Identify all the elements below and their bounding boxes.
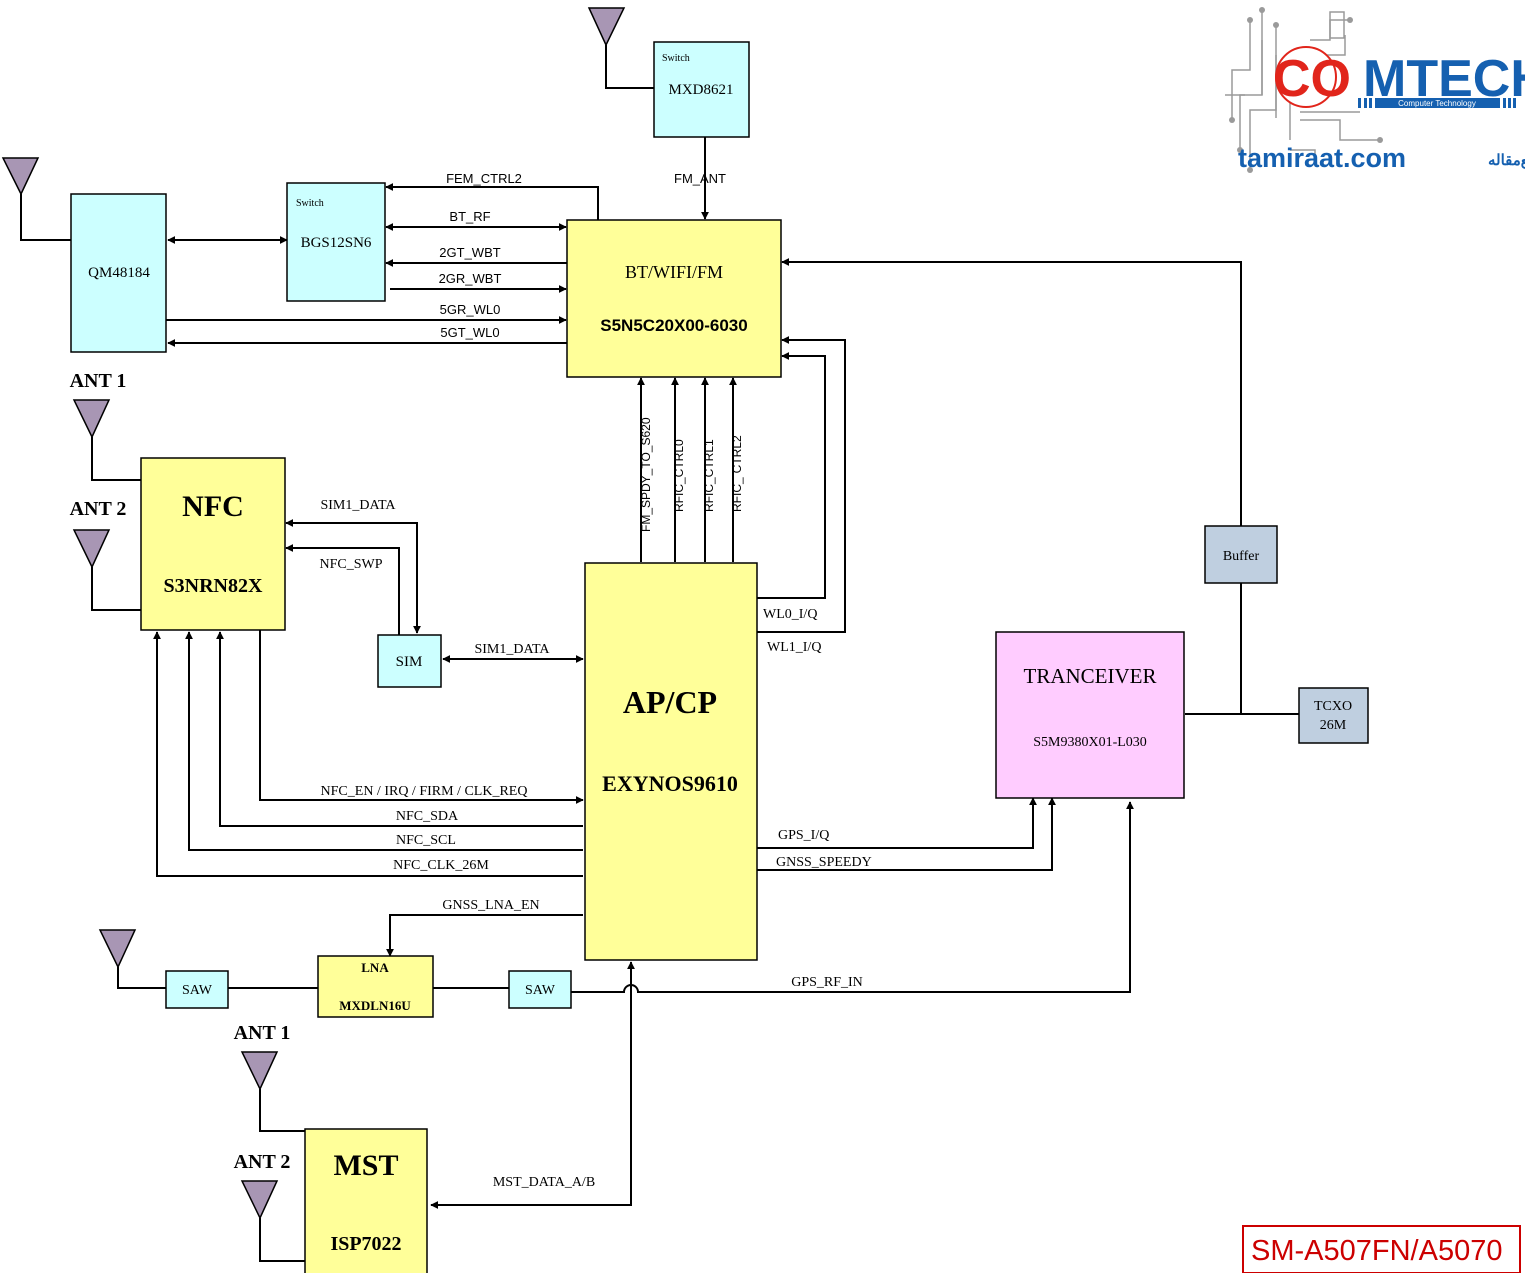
nfc-ant1-label: ANT 1: [70, 370, 127, 392]
antenna-wifi-icon: [1, 157, 40, 196]
transceiver-block: [995, 631, 1185, 799]
mst-ant1-label: ANT 1: [234, 1022, 291, 1044]
antenna-fm-icon: [587, 7, 626, 47]
model-label-box: [1242, 1225, 1521, 1273]
sig-fm-ant: FM_ANT: [674, 171, 726, 186]
sig-bt-rf: BT_RF: [449, 209, 490, 224]
sig-nfc-en: NFC_EN / IRQ / FIRM / CLK_REQ: [321, 784, 528, 799]
sig-nfc-swp: NFC_SWP: [319, 557, 382, 572]
nfc-part: S3NRN82X: [164, 575, 263, 597]
buffer-name: Buffer: [1223, 549, 1260, 564]
switch-mxd8621-block: [653, 41, 750, 138]
lna-part: MXDLN16U: [339, 998, 411, 1013]
bt-wifi-fm-block: [566, 219, 782, 378]
site-url: tamiraat.com: [1238, 143, 1406, 173]
sig-nfc-clk: NFC_CLK_26M: [393, 858, 489, 873]
lna-title: LNA: [361, 960, 389, 975]
sig-sim1-data-ap: SIM1_DATA: [474, 642, 550, 657]
sig-nfc-sda: NFC_SDA: [396, 809, 459, 824]
sig-fm-spdy: FM_SPDY_TO_S620: [639, 417, 653, 532]
logo-tagline: Computer Technology: [1398, 99, 1476, 108]
apcp-title: AP/CP: [623, 684, 717, 720]
sig-wl0-iq: WL0_I/Q: [763, 607, 817, 622]
sig-gnss-speedy: GNSS_SPEEDY: [776, 855, 872, 870]
qm48184-block: [70, 193, 167, 353]
sig-rfic-ctrl1: RFIC_CTRL1: [702, 439, 716, 512]
antenna-nfc-1-icon: [72, 399, 111, 439]
model-label: SM-A507FN/A5070: [1251, 1235, 1502, 1267]
comtech-logo: CO MTECH Computer Technology: [1225, 7, 1525, 173]
antenna-nfc-2-icon: [72, 529, 111, 569]
sig-gps-rf-in: GPS_RF_IN: [791, 975, 863, 990]
source-label: منبع‌مقاله: [1488, 152, 1525, 169]
antenna-gnss-icon: [98, 929, 137, 969]
sig-wl1-iq: WL1_I/Q: [767, 640, 821, 655]
saw-2-block: [508, 970, 572, 1009]
wifi-part: S5N5C20X00-6030: [600, 316, 747, 335]
transceiver-part: S5M9380X01-L030: [1033, 735, 1147, 750]
tcxo-line2: 26M: [1320, 718, 1347, 733]
tcxo-line1: TCXO: [1314, 699, 1352, 714]
mst-part: ISP7022: [330, 1233, 401, 1255]
apcp-part: EXYNOS9610: [602, 771, 738, 796]
transceiver-title: TRANCEIVER: [1024, 664, 1157, 688]
qm-name: QM48184: [88, 265, 150, 281]
switch-left-caption: Switch: [296, 198, 324, 209]
antenna-mst-2-icon: [240, 1180, 279, 1220]
sig-rfic-ctrl0: RFIC_CTRL0: [672, 439, 686, 512]
sig-gnss-lna-en: GNSS_LNA_EN: [442, 898, 539, 913]
sig-5gt-wl0: 5GT_WL0: [440, 325, 499, 340]
lna-block: [317, 955, 434, 1018]
nfc-ant2-label: ANT 2: [70, 498, 127, 520]
sig-5gr-wl0: 5GR_WL0: [440, 302, 501, 317]
ap-cp-block: [584, 562, 758, 961]
switch-top-name: MXD8621: [668, 82, 733, 98]
nfc-block: [140, 457, 286, 631]
mst-title: MST: [333, 1149, 398, 1182]
sim-name: SIM: [396, 654, 423, 670]
saw-1-block: [165, 970, 229, 1009]
sig-2gr-wbt: 2GR_WBT: [439, 271, 502, 286]
antenna-mst-1-icon: [240, 1051, 279, 1091]
switch-left-name: BGS12SN6: [301, 235, 372, 251]
saw1-name: SAW: [182, 983, 213, 998]
sig-gps-iq: GPS_I/Q: [778, 828, 829, 843]
mst-ant2-label: ANT 2: [234, 1151, 291, 1173]
wifi-title: BT/WIFI/FM: [625, 262, 723, 282]
tcxo-block: [1298, 687, 1369, 744]
saw2-name: SAW: [525, 983, 556, 998]
sig-2gt-wbt: 2GT_WBT: [439, 245, 500, 260]
sig-mst-data: MST_DATA_A/B: [493, 1175, 595, 1190]
sig-fem-ctrl2: FEM_CTRL2: [446, 171, 522, 186]
mst-block: [304, 1128, 428, 1273]
sig-rfic-ctrl2: RFIC_`CTRL2: [730, 435, 744, 512]
sim-block: [377, 634, 442, 688]
switch-bgs12sn6-block: [286, 182, 386, 302]
sig-nfc-scl: NFC_SCL: [396, 833, 456, 848]
logo-co: CO: [1273, 50, 1351, 108]
nfc-title: NFC: [182, 490, 244, 523]
switch-top-caption: Switch: [662, 53, 690, 64]
sig-sim1-data-nfc: SIM1_DATA: [320, 498, 396, 513]
buffer-block: [1204, 525, 1278, 584]
